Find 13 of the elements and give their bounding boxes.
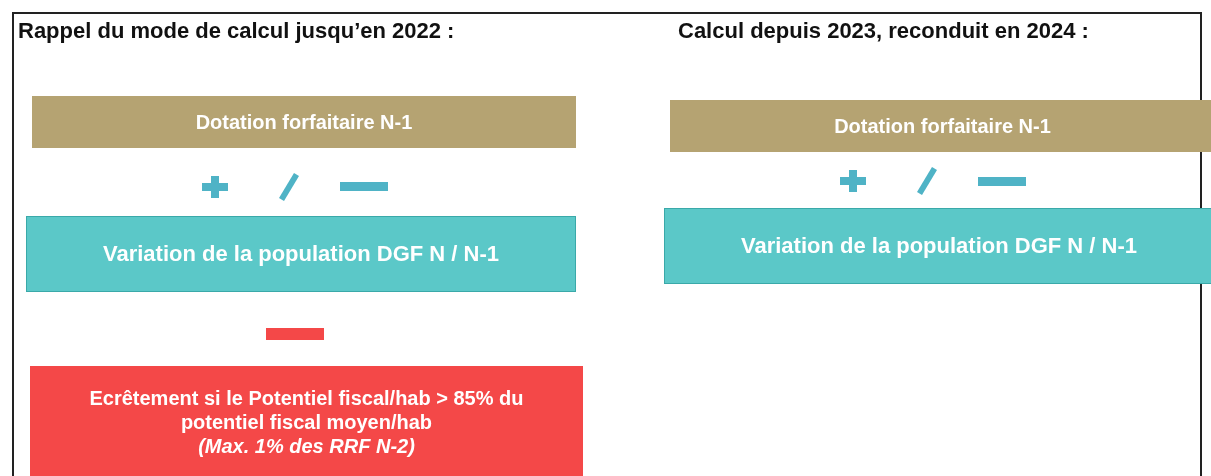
- box-text: Ecrêtement si le Potentiel fiscal/hab > 85% du potentiel fiscal moyen/hab: [88, 386, 525, 434]
- box-text: Variation de la population DGF N / N-1: [739, 232, 1138, 260]
- section-heading: Calcul depuis 2023, reconduit en 2024 :: [678, 18, 1089, 44]
- box-text: Variation de la population DGF N / N-1: [101, 240, 500, 268]
- formula-box: [670, 100, 1211, 152]
- box-note: (Max. 1% des RRF N-2): [197, 434, 416, 458]
- formula-box: [664, 208, 1211, 284]
- formula-box: [30, 366, 583, 476]
- box-text: Dotation forfaitaire N-1: [194, 110, 414, 134]
- formula-box: [32, 96, 576, 148]
- formula-box: [26, 216, 576, 292]
- box-text: Dotation forfaitaire N-1: [833, 114, 1052, 138]
- section-heading: Rappel du mode de calcul jusqu’en 2022 :: [18, 18, 455, 44]
